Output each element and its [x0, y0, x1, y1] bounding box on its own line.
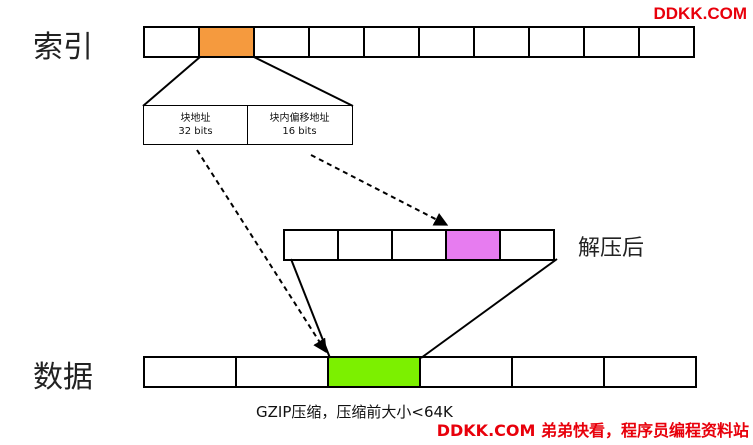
index-cell — [418, 26, 475, 58]
data-cell — [511, 356, 605, 388]
index-row — [143, 26, 695, 58]
trapezoid-line-right — [420, 258, 558, 359]
decompressed-row — [283, 229, 555, 261]
decompressed-cell — [499, 229, 555, 261]
decompressed-cell — [283, 229, 339, 261]
decompressed-cell — [337, 229, 393, 261]
watermark-top: DDKK.COM — [653, 4, 748, 23]
offset-bits: 16 bits — [282, 126, 317, 137]
expand-line-left — [142, 56, 201, 107]
offset-field: 块内偏移地址 16 bits — [246, 105, 353, 145]
data-cell — [419, 356, 513, 388]
index-cell — [143, 26, 200, 58]
index-cell — [363, 26, 420, 58]
decompressed-cell — [391, 229, 447, 261]
decompressed-cell — [445, 229, 501, 261]
block-address-arrow — [196, 149, 327, 354]
index-cell — [638, 26, 695, 58]
index-cell — [583, 26, 640, 58]
decompressed-label: 解压后 — [578, 236, 645, 261]
data-label: 数据 — [33, 360, 93, 395]
block-address-bits: 32 bits — [178, 126, 213, 137]
offset-title: 块内偏移地址 — [269, 113, 330, 124]
index-label: 索引 — [33, 30, 93, 65]
offset-arrow — [310, 154, 449, 226]
data-row — [143, 356, 697, 388]
watermark-bottom: DDKK.COM 弟弟快看，程序员编程资料站 — [436, 421, 749, 440]
index-cell — [473, 26, 530, 58]
expand-line-right — [253, 56, 354, 107]
index-cell — [198, 26, 255, 58]
index-cell — [308, 26, 365, 58]
block-address-title: 块地址 — [180, 113, 211, 124]
data-cell — [143, 356, 237, 388]
trapezoid-line-left — [290, 258, 331, 359]
caption: GZIP压缩，压缩前大小<64K — [256, 403, 453, 421]
block-address-field: 块地址 32 bits — [143, 105, 248, 145]
data-cell — [603, 356, 697, 388]
address-fields: 块地址 32 bits 块内偏移地址 16 bits — [143, 105, 353, 145]
data-cell — [327, 356, 421, 388]
